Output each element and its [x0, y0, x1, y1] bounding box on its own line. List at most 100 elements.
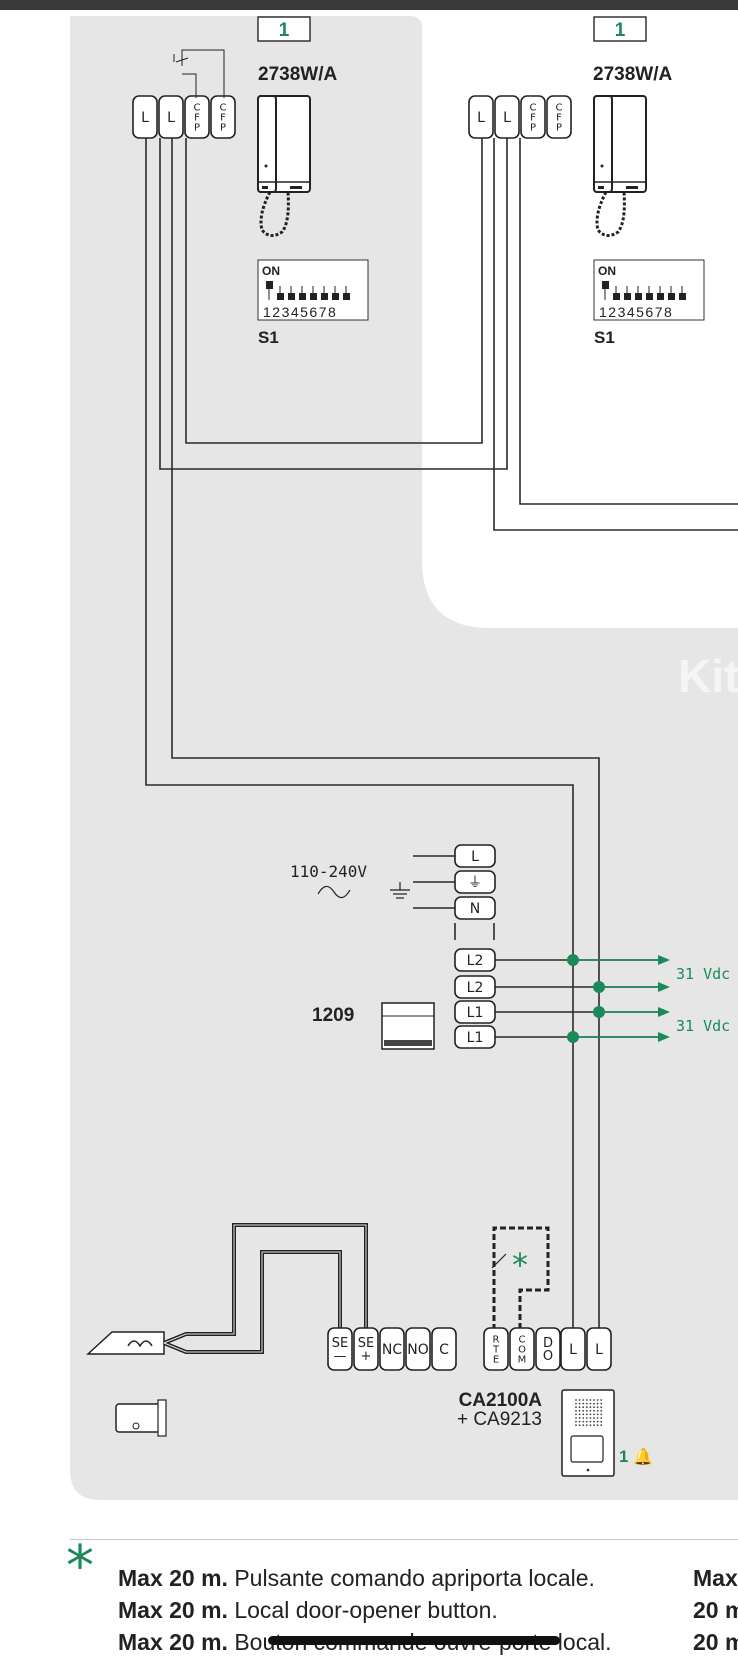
model-left: 2738W/A — [258, 64, 337, 85]
terminal-handset-right-3: CFP — [546, 95, 572, 139]
qty-left: 1 — [279, 20, 290, 41]
wiring-diagram: Kit 1 2738W/A ON 12345678 S1 — [70, 16, 738, 1540]
footnote-line-en: Max 20 m. Local door-opener button. — [118, 1597, 498, 1623]
terminal-power-3: L2 — [454, 948, 496, 972]
svg-text:P: P — [220, 123, 226, 134]
local-door-button: * — [491, 1226, 550, 1330]
terminal-panel-2: NC — [379, 1327, 405, 1371]
terminal-handset-right-0: L — [468, 95, 494, 139]
svg-text:L: L — [569, 1342, 577, 1358]
svg-text:T: T — [492, 1345, 500, 1356]
svg-text:C: C — [530, 103, 537, 114]
footnote-right-2: 20 m — [693, 1597, 738, 1623]
footnote-line-it: Max 20 m. Pulsante comando apriporta loc… — [118, 1565, 595, 1591]
handset-left: 1 2738W/A ON 12345678 S1 — [257, 16, 369, 347]
svg-text:E: E — [493, 1355, 499, 1366]
qty-box-left — [257, 16, 311, 42]
home-indicator[interactable] — [268, 1636, 560, 1645]
svg-text:—: — — [334, 1349, 347, 1364]
model-right: 2738W/A — [593, 64, 672, 85]
dip-label-right: S1 — [594, 328, 615, 347]
terminal-power-1: ⏚ — [454, 870, 496, 894]
svg-text:ON: ON — [262, 264, 280, 278]
power-model: 1209 — [312, 1005, 354, 1026]
terminal-handset-left-3: CFP — [210, 95, 236, 139]
svg-text:L: L — [471, 849, 479, 865]
svg-text:P: P — [194, 123, 200, 134]
handset-right: 1 2738W/A ON 12345678 S1 — [593, 16, 705, 347]
svg-text:NC: NC — [382, 1342, 402, 1358]
terminal-panel-9: L — [586, 1327, 612, 1371]
terminal-handset-right-2: CFP — [520, 95, 546, 139]
svg-text:D: D — [543, 1336, 553, 1351]
svg-text:C: C — [519, 1335, 526, 1346]
terminal-power-4: L2 — [454, 975, 496, 999]
svg-text:L: L — [595, 1342, 603, 1358]
svg-text:⏚: ⏚ — [468, 875, 482, 891]
dip-label-left: S1 — [258, 328, 279, 347]
qty-right: 1 — [615, 20, 626, 41]
local-button-symbol — [173, 49, 225, 98]
footnote-star-marker: * — [512, 1246, 528, 1284]
terminal-panel-8: L — [560, 1327, 586, 1371]
footnote-right-3: 20 m — [693, 1629, 738, 1655]
svg-text:L1: L1 — [467, 1005, 484, 1021]
svg-text:C: C — [194, 103, 201, 114]
watermark-text: Kit — [678, 650, 738, 702]
svg-text:L2: L2 — [467, 980, 484, 996]
terminal-panel-0: SE— — [327, 1327, 353, 1371]
svg-text:O: O — [543, 1349, 553, 1364]
bus-outputs: 31 Vdc 31 Vdc — [494, 954, 730, 1043]
svg-text:N: N — [470, 901, 480, 917]
terminal-panel-7: DO — [535, 1327, 561, 1371]
terminal-power-2: N — [454, 896, 496, 920]
svg-text:12345678: 12345678 — [263, 304, 337, 320]
svg-text:L1: L1 — [467, 1030, 484, 1046]
svg-text:C: C — [439, 1342, 449, 1358]
terminal-panel-1: SE+ — [353, 1327, 379, 1371]
terminal-handset-left-1: L — [158, 95, 184, 139]
svg-text:O: O — [518, 1345, 526, 1356]
terminal-handset-left-2: CFP — [184, 95, 210, 139]
svg-text:C: C — [220, 103, 227, 114]
call-buttons-count: 1 — [619, 1447, 628, 1466]
entrance-panel: CA2100A + CA9213 1 🔔 — [457, 1389, 653, 1477]
svg-text:R: R — [493, 1335, 500, 1346]
svg-text:M: M — [518, 1355, 527, 1366]
svg-text:ON: ON — [598, 264, 616, 278]
mains-label: 110-240V — [290, 862, 367, 881]
footnote-star-icon: * — [66, 1534, 94, 1599]
svg-text:12345678: 12345678 — [599, 304, 673, 320]
svg-text:L: L — [167, 110, 175, 126]
terminal-panel-3: NO — [405, 1327, 431, 1371]
svg-text:NO: NO — [407, 1342, 429, 1358]
terminal-panel-4: C — [431, 1327, 457, 1371]
svg-text:P: P — [556, 123, 562, 134]
svg-text:L: L — [503, 110, 511, 126]
panel-model: CA2100A — [459, 1390, 543, 1411]
svg-text:L2: L2 — [467, 953, 484, 969]
bell-icon: 🔔 — [633, 1447, 653, 1466]
terminal-power-6: L1 — [454, 1025, 496, 1049]
svg-text:F: F — [530, 113, 536, 124]
footnote-right-1: Max — [693, 1565, 738, 1591]
svg-text:+: + — [361, 1349, 372, 1364]
svg-text:F: F — [220, 113, 226, 124]
svg-text:SE: SE — [332, 1336, 348, 1351]
terminal-panel-6: COM — [509, 1327, 535, 1371]
svg-text:F: F — [556, 113, 562, 124]
svg-text:L: L — [141, 110, 149, 126]
terminal-power-5: L1 — [454, 1000, 496, 1024]
svg-text:C: C — [556, 103, 563, 114]
terminal-power-0: L — [454, 844, 496, 868]
output-label-2: 31 Vdc — [676, 1017, 730, 1035]
terminal-handset-left-0: L — [132, 95, 158, 139]
door-lock — [86, 1223, 368, 1437]
panel-addon: + CA9213 — [457, 1409, 542, 1430]
wires — [145, 138, 738, 1328]
terminal-handset-right-1: L — [494, 95, 520, 139]
